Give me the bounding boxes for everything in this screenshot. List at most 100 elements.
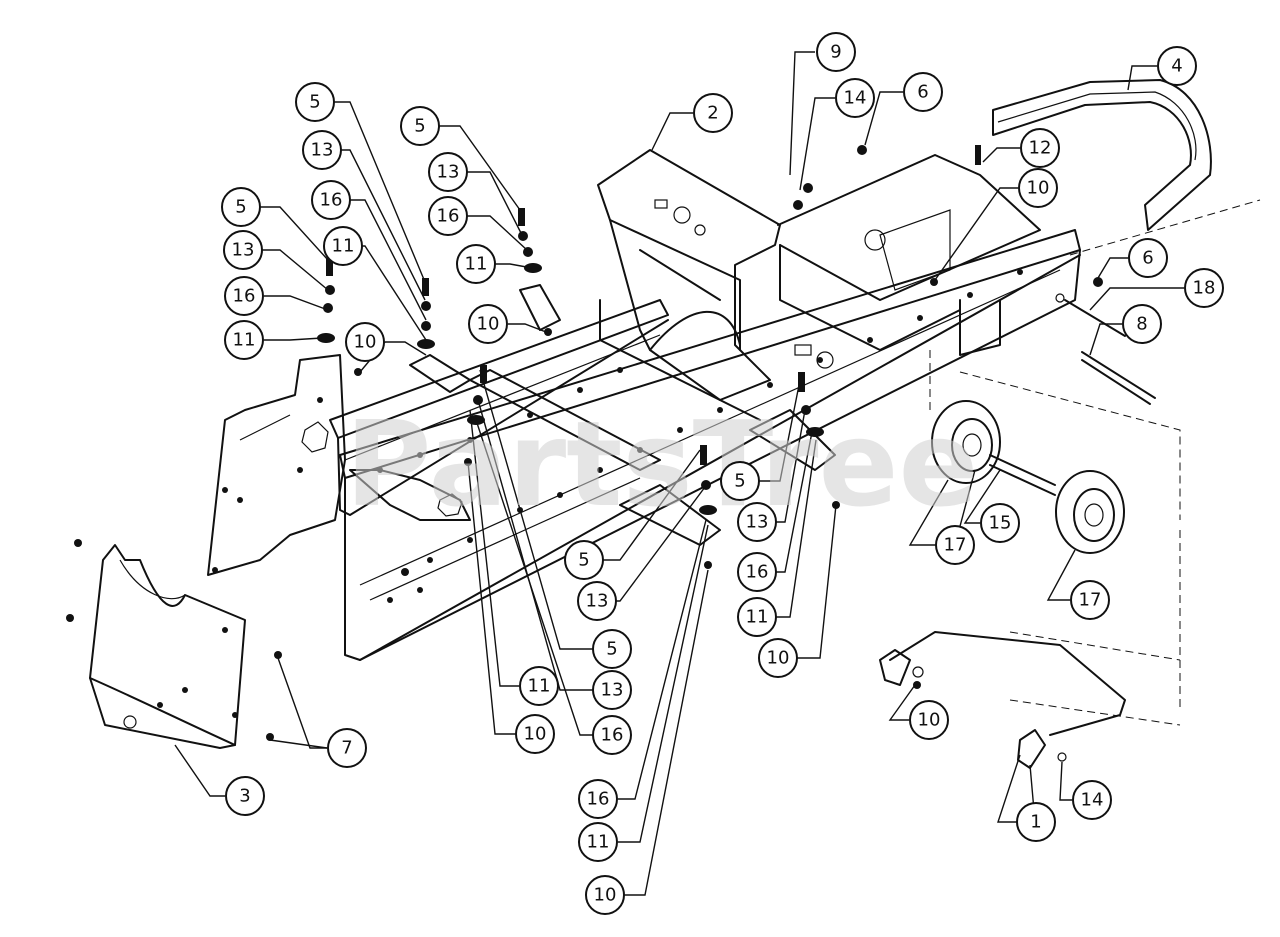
svg-text:3: 3 — [239, 786, 250, 807]
svg-text:6: 6 — [1142, 248, 1153, 269]
svg-text:2: 2 — [707, 103, 718, 124]
callout-16[interactable]: 16 — [592, 715, 632, 755]
callout-5[interactable]: 5 — [295, 82, 335, 122]
callout-13[interactable]: 13 — [577, 581, 617, 621]
svg-text:10: 10 — [354, 332, 377, 353]
callout-6[interactable]: 6 — [903, 72, 943, 112]
svg-text:11: 11 — [465, 254, 488, 275]
callout-5[interactable]: 5 — [720, 461, 760, 501]
callout-11[interactable]: 11 — [224, 320, 264, 360]
svg-text:13: 13 — [586, 591, 609, 612]
axle-rod — [1055, 293, 1156, 405]
callout-8[interactable]: 8 — [1122, 304, 1162, 344]
svg-text:13: 13 — [601, 680, 624, 701]
callout-5[interactable]: 5 — [221, 187, 261, 227]
callout-1[interactable]: 1 — [1016, 802, 1056, 842]
svg-text:8: 8 — [1136, 314, 1147, 335]
callout-16[interactable]: 16 — [578, 779, 618, 819]
callout-16[interactable]: 16 — [311, 180, 351, 220]
leader-lines — [174, 51, 1184, 896]
svg-text:4: 4 — [1171, 56, 1182, 77]
callout-10[interactable]: 10 — [515, 714, 555, 754]
svg-text:13: 13 — [311, 140, 334, 161]
callout-10[interactable]: 10 — [909, 700, 949, 740]
callout-15[interactable]: 15 — [980, 503, 1020, 543]
watermark: PartsTree — [345, 395, 979, 533]
svg-text:16: 16 — [601, 725, 624, 746]
svg-text:16: 16 — [587, 789, 610, 810]
callout-10[interactable]: 10 — [1018, 168, 1058, 208]
callout-4[interactable]: 4 — [1157, 46, 1197, 86]
svg-text:10: 10 — [918, 710, 941, 731]
callout-14[interactable]: 14 — [835, 78, 875, 118]
callout-11[interactable]: 11 — [323, 226, 363, 266]
callout-13[interactable]: 13 — [428, 152, 468, 192]
svg-text:11: 11 — [233, 330, 256, 351]
callout-3[interactable]: 3 — [225, 776, 265, 816]
svg-text:10: 10 — [1027, 178, 1050, 199]
callout-9[interactable]: 9 — [816, 32, 856, 72]
svg-text:7: 7 — [341, 738, 352, 759]
svg-text:5: 5 — [414, 116, 425, 137]
callout-13[interactable]: 13 — [592, 670, 632, 710]
svg-text:17: 17 — [944, 535, 967, 556]
callout-11[interactable]: 11 — [456, 244, 496, 284]
wheels — [931, 400, 1125, 554]
callout-10[interactable]: 10 — [758, 638, 798, 678]
callout-5[interactable]: 5 — [564, 540, 604, 580]
callout-14[interactable]: 14 — [1072, 780, 1112, 820]
callout-6[interactable]: 6 — [1128, 238, 1168, 278]
main-frame — [329, 229, 1081, 661]
callout-11[interactable]: 11 — [519, 666, 559, 706]
svg-text:15: 15 — [989, 513, 1012, 534]
svg-text:14: 14 — [1081, 790, 1104, 811]
svg-text:13: 13 — [746, 512, 769, 533]
callout-17[interactable]: 17 — [1070, 580, 1110, 620]
svg-text:11: 11 — [332, 236, 355, 257]
lever-assembly — [879, 631, 1126, 769]
hardware — [66, 145, 1103, 741]
callout-13[interactable]: 13 — [223, 230, 263, 270]
svg-text:5: 5 — [235, 197, 246, 218]
callout-10[interactable]: 10 — [585, 875, 625, 915]
svg-text:13: 13 — [232, 240, 255, 261]
rear-bumper — [992, 79, 1212, 231]
svg-text:5: 5 — [578, 550, 589, 571]
callout-5[interactable]: 5 — [400, 106, 440, 146]
callout-13[interactable]: 13 — [302, 130, 342, 170]
svg-text:11: 11 — [746, 607, 769, 628]
svg-text:6: 6 — [917, 82, 928, 103]
callout-2[interactable]: 2 — [693, 93, 733, 133]
callout-5[interactable]: 5 — [592, 629, 632, 669]
svg-text:5: 5 — [734, 471, 745, 492]
svg-text:18: 18 — [1193, 278, 1216, 299]
callout-16[interactable]: 16 — [224, 276, 264, 316]
callout-10[interactable]: 10 — [345, 322, 385, 362]
callout-16[interactable]: 16 — [737, 552, 777, 592]
callout-11[interactable]: 11 — [578, 822, 618, 862]
svg-text:10: 10 — [524, 724, 547, 745]
svg-text:13: 13 — [437, 162, 460, 183]
svg-text:9: 9 — [830, 42, 841, 63]
svg-text:16: 16 — [746, 562, 769, 583]
svg-text:11: 11 — [587, 832, 610, 853]
svg-text:16: 16 — [233, 286, 256, 307]
callout-12[interactable]: 12 — [1020, 128, 1060, 168]
svg-text:10: 10 — [477, 314, 500, 335]
callout-13[interactable]: 13 — [737, 502, 777, 542]
side-panel — [207, 354, 471, 576]
svg-text:5: 5 — [606, 639, 617, 660]
svg-text:12: 12 — [1029, 138, 1052, 159]
callout-17[interactable]: 17 — [935, 525, 975, 565]
callout-11[interactable]: 11 — [737, 597, 777, 637]
callout-7[interactable]: 7 — [327, 728, 367, 768]
reference-lines — [929, 199, 1261, 726]
callout-16[interactable]: 16 — [428, 196, 468, 236]
callout-10[interactable]: 10 — [468, 304, 508, 344]
svg-text:17: 17 — [1079, 590, 1102, 611]
callout-18[interactable]: 18 — [1184, 268, 1224, 308]
dash-housing — [597, 149, 1041, 401]
svg-text:11: 11 — [528, 676, 551, 697]
svg-text:5: 5 — [309, 92, 320, 113]
